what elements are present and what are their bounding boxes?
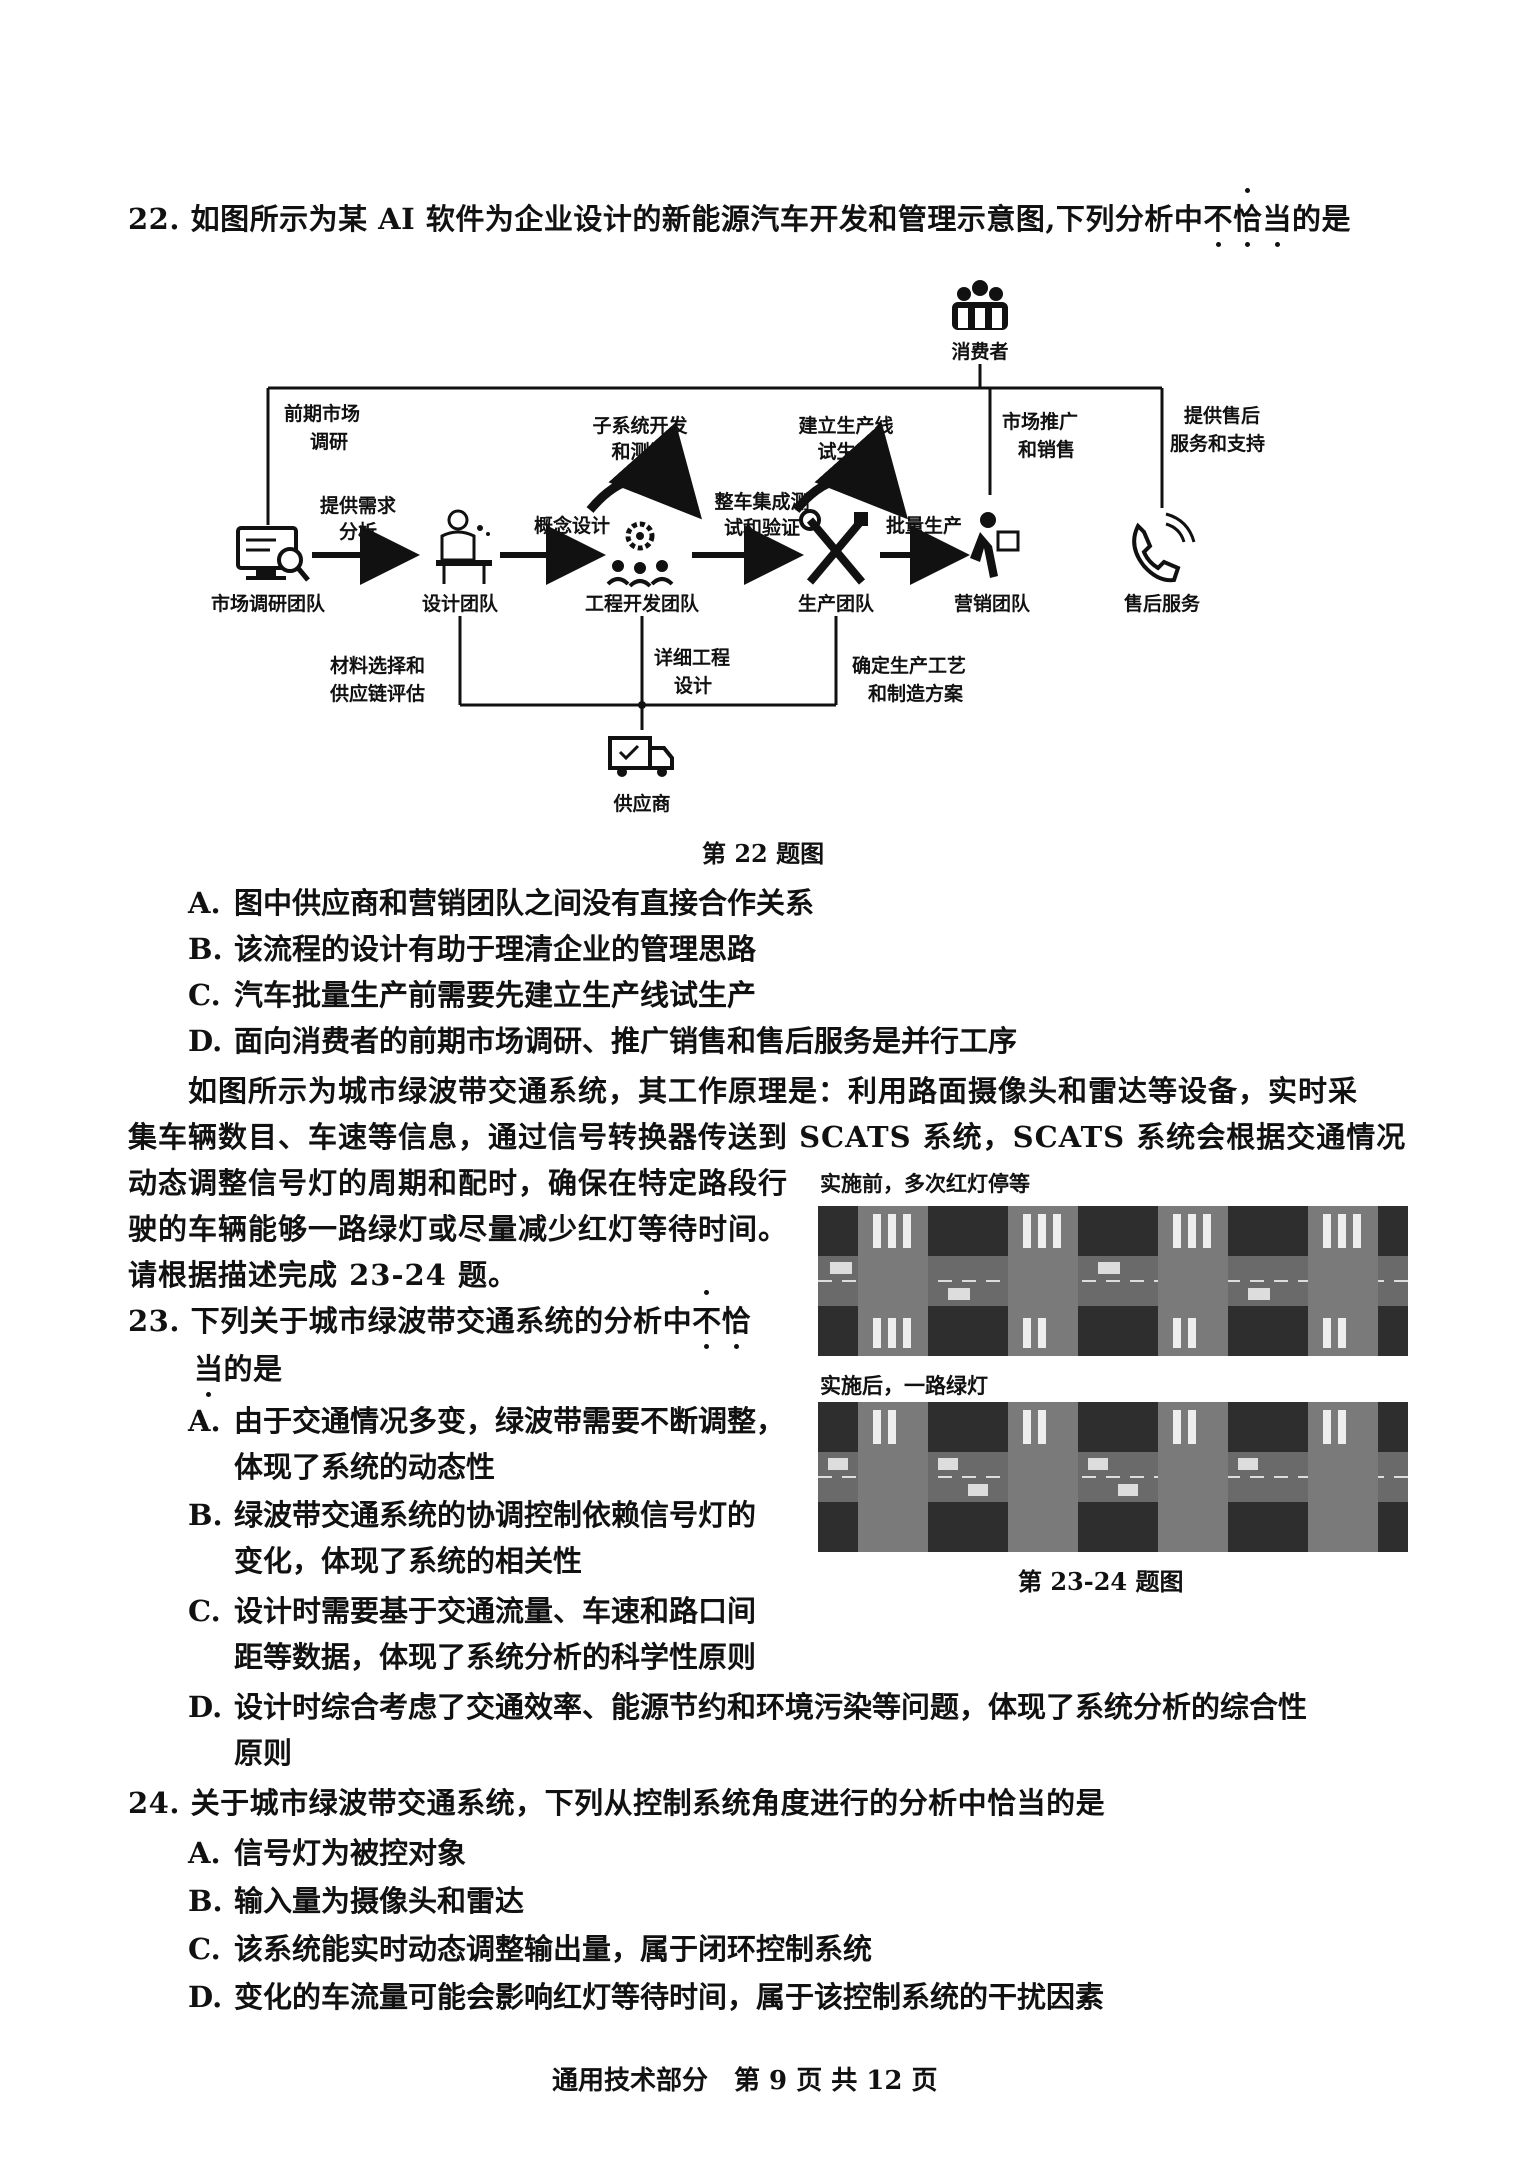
q24-option-a[interactable]: A.信号灯为被控对象 bbox=[188, 1836, 467, 1870]
consumer-label: 消费者 bbox=[951, 340, 1008, 363]
emphasis-dot: 恰 bbox=[1233, 188, 1263, 247]
emphasis-dot: 不 bbox=[1203, 196, 1233, 247]
q23-stem-line2: 当的是 bbox=[194, 1346, 283, 1397]
q24-number: 24. bbox=[128, 1786, 180, 1820]
svg-text:试和验证: 试和验证 bbox=[724, 516, 800, 539]
svg-text:批量生产: 批量生产 bbox=[886, 514, 962, 537]
svg-text:和测试: 和测试 bbox=[611, 440, 668, 463]
svg-text:和制造方案: 和制造方案 bbox=[868, 682, 964, 705]
q24-stem: 24. 关于城市绿波带交通系统，下列从控制系统角度进行的分析中恰当的是 bbox=[128, 1786, 1106, 1820]
emphasis-dot: 不 bbox=[692, 1290, 722, 1349]
road-before-image bbox=[818, 1206, 1408, 1356]
q24-option-c[interactable]: C.该系统能实时动态调整输出量，属于闭环控制系统 bbox=[188, 1932, 873, 1966]
intro-line-5: 请根据描述完成 23-24 题。 bbox=[128, 1258, 518, 1292]
design-team-label: 设计团队 bbox=[422, 592, 499, 615]
svg-text:前期市场: 前期市场 bbox=[284, 402, 360, 425]
svg-text:分析: 分析 bbox=[339, 520, 377, 543]
gear-team-icon bbox=[606, 521, 674, 588]
svg-text:材料选择和: 材料选择和 bbox=[330, 654, 425, 677]
q23-option-b[interactable]: B.绿波带交通系统的协调控制依赖信号灯的 bbox=[188, 1498, 757, 1532]
truck-icon bbox=[608, 736, 674, 777]
road-figure-caption: 第 23-24 题图 bbox=[1018, 1567, 1184, 1596]
emphasis-dot: 当 bbox=[194, 1346, 224, 1397]
prod-team-label: 生产团队 bbox=[798, 592, 875, 615]
q22-figure-caption: 第 22 题图 bbox=[702, 839, 825, 868]
svg-text:整车集成测: 整车集成测 bbox=[714, 490, 809, 513]
road-after-label: 实施后，一路绿灯 bbox=[820, 1373, 988, 1398]
q23-option-c-line2: 距等数据，体现了系统分析的科学性原则 bbox=[234, 1640, 757, 1674]
monitor-search-icon bbox=[236, 526, 310, 582]
q23-option-b-line2: 变化，体现了系统的相关性 bbox=[234, 1544, 583, 1578]
svg-text:服务和支持: 服务和支持 bbox=[1170, 432, 1265, 455]
q22-number: 22. bbox=[128, 202, 180, 236]
q22-option-b[interactable]: B.该流程的设计有助于理清企业的管理思路 bbox=[188, 932, 757, 966]
emphasis-dot: 当 bbox=[1262, 196, 1292, 247]
q24-option-b[interactable]: B.输入量为摄像头和雷达 bbox=[188, 1884, 525, 1918]
svg-text:提供售后: 提供售后 bbox=[1184, 404, 1260, 427]
q23-number: 23. bbox=[128, 1304, 180, 1338]
phone-icon bbox=[1132, 512, 1196, 583]
road-before-label: 实施前，多次红灯停等 bbox=[820, 1171, 1030, 1196]
svg-text:详细工程: 详细工程 bbox=[654, 646, 730, 669]
svg-text:确定生产工艺: 确定生产工艺 bbox=[852, 654, 966, 677]
after-sales-label: 售后服务 bbox=[1123, 592, 1201, 615]
svg-text:概念设计: 概念设计 bbox=[534, 514, 610, 537]
q23-option-d[interactable]: D.设计时综合考虑了交通效率、能源节约和环境污染等问题，体现了系统分析的综合性 bbox=[188, 1690, 1308, 1724]
road-before-drawing bbox=[818, 1206, 1408, 1356]
q23-option-a[interactable]: A.由于交通情况多变，绿波带需要不断调整， bbox=[188, 1404, 786, 1438]
svg-text:和销售: 和销售 bbox=[1018, 438, 1075, 461]
page-footer: 通用技术部分 第 9 页 共 12 页 bbox=[552, 2066, 938, 2096]
intro-line-1: 如图所示为城市绿波带交通系统，其工作原理是：利用路面摄像头和雷达等设备，实时采 bbox=[188, 1074, 1359, 1108]
q22-process-diagram: 消费者 前期市场 调研 市场推广 和销售 提供售后 服务和支持 市场调研团队 提… bbox=[211, 280, 1265, 815]
svg-text:供应链评估: 供应链评估 bbox=[329, 682, 425, 705]
sales-person-icon bbox=[970, 512, 1020, 578]
market-team-label: 市场调研团队 bbox=[211, 592, 326, 615]
emphasis-dot: 恰 bbox=[722, 1298, 752, 1349]
sales-team-label: 营销团队 bbox=[954, 592, 1031, 615]
svg-text:试生产: 试生产 bbox=[817, 440, 874, 463]
q24-option-d[interactable]: D.变化的车流量可能会影响红灯等待时间，属于该控制系统的干扰因素 bbox=[188, 1980, 1105, 2014]
svg-text:子系统开发: 子系统开发 bbox=[592, 414, 688, 437]
q23-stem: 23. 下列关于城市绿波带交通系统的分析中不恰 bbox=[128, 1290, 752, 1349]
consumer-icon bbox=[952, 280, 1008, 330]
q22-option-a[interactable]: A.图中供应商和营销团队之间没有直接合作关系 bbox=[188, 886, 815, 920]
svg-text:设计: 设计 bbox=[674, 675, 712, 697]
intro-line-4: 驶的车辆能够一路绿灯或尽量减少红灯等待时间。 bbox=[128, 1212, 789, 1246]
designer-icon bbox=[436, 509, 492, 584]
q23-option-a-line2: 体现了系统的动态性 bbox=[234, 1450, 496, 1484]
q23-option-c[interactable]: C.设计时需要基于交通流量、车速和路口间 bbox=[188, 1594, 757, 1628]
svg-text:提供需求: 提供需求 bbox=[320, 494, 397, 517]
intro-line-3: 动态调整信号灯的周期和配时，确保在特定路段行 bbox=[128, 1166, 789, 1200]
eng-team-label: 工程开发团队 bbox=[585, 592, 700, 615]
road-after-drawing bbox=[818, 1402, 1408, 1552]
supplier-label: 供应商 bbox=[612, 792, 670, 815]
q23-option-d-line2: 原则 bbox=[234, 1736, 293, 1770]
q22-stem: 22. 如图所示为某 AI 软件为企业设计的新能源汽车开发和管理示意图,下列分析… bbox=[128, 188, 1351, 247]
svg-text:市场推广: 市场推广 bbox=[1002, 410, 1078, 433]
q22-option-d[interactable]: D.面向消费者的前期市场调研、推广销售和售后服务是并行工序 bbox=[188, 1024, 1018, 1058]
svg-text:建立生产线: 建立生产线 bbox=[798, 414, 893, 437]
intro-line-2: 集车辆数目、车速等信息，通过信号转换器传送到 SCATS 系统，SCATS 系统… bbox=[128, 1120, 1407, 1154]
svg-text:调研: 调研 bbox=[310, 431, 348, 453]
road-after-image bbox=[818, 1402, 1408, 1552]
q22-option-c[interactable]: C.汽车批量生产前需要先建立生产线试生产 bbox=[188, 978, 757, 1012]
tools-icon bbox=[799, 509, 868, 585]
